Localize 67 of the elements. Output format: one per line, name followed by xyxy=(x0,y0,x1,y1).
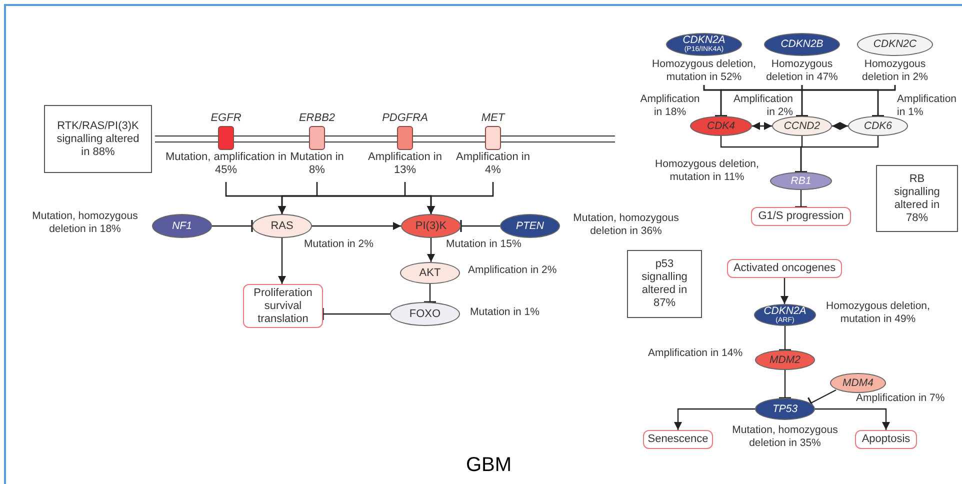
annotation-text: Mutation in 8% xyxy=(289,151,345,177)
annotation-text: Homozygous deletion, mutation in 49% xyxy=(825,300,931,326)
arrow xyxy=(832,122,848,130)
gene-ellipse: PI(3)K xyxy=(401,214,461,238)
gene-label: ERBB2 xyxy=(298,112,336,125)
annotation-text: Amplification in 2% xyxy=(468,264,558,277)
gene-ellipse: CDK4 xyxy=(690,116,752,136)
inhibition-line xyxy=(212,219,253,233)
gene-ellipse: PTEN xyxy=(500,214,560,238)
annotation-text: Mutation in 15% xyxy=(446,238,522,251)
arrow xyxy=(427,238,435,262)
arrow xyxy=(752,122,772,130)
annotation-text: Amplification in 14% xyxy=(648,347,744,360)
annotation-text: Amplification in 18% xyxy=(639,93,701,119)
gene-ellipse: CCND2 xyxy=(772,116,832,136)
summary-box: RB signalling altered in 78% xyxy=(876,165,958,232)
panel-title: GBM xyxy=(466,453,512,478)
annotation-text: Mutation, homozygous deletion in 36% xyxy=(572,212,680,238)
gene-ellipse: AKT xyxy=(400,262,460,284)
arrow xyxy=(278,238,286,284)
inhibition-line xyxy=(322,307,390,321)
gene-label: EGFR xyxy=(210,112,242,125)
outcome-box: Proliferation survival translation xyxy=(243,284,323,328)
annotation-text: Mutation, homozygous deletion in 35% xyxy=(731,424,839,450)
gene-label: MET xyxy=(481,112,505,125)
inhibition-line xyxy=(460,219,500,233)
gene-ellipse: MDM2 xyxy=(755,350,815,370)
arrow xyxy=(427,182,494,214)
annotation-text: Mutation, homozygous deletion in 18% xyxy=(31,210,139,236)
summary-box: p53 signalling altered in 87% xyxy=(627,250,702,318)
outcome-box: Activated oncogenes xyxy=(727,259,842,278)
annotation-text: Amplification in 13% xyxy=(367,151,443,177)
summary-box: RTK/RAS/PI(3)K signalling altered in 88% xyxy=(44,105,152,173)
gene-ellipse: RB1 xyxy=(770,172,832,190)
outcome-box: Apoptosis xyxy=(855,430,917,449)
arrow xyxy=(815,408,890,430)
annotation-text: Mutation, amplification in 45% xyxy=(164,151,288,177)
gene-ellipse: CDKN2B xyxy=(764,33,840,56)
annotation-text: Amplification in 7% xyxy=(856,392,946,405)
gene-ellipse: NF1 xyxy=(152,214,212,238)
arrow xyxy=(312,222,401,230)
gene-ellipse: FOXO xyxy=(390,302,460,326)
annotation-text: Homozygous deletion, mutation in 52% xyxy=(651,58,757,84)
outcome-box: Senescence xyxy=(643,430,713,449)
inhibition-line xyxy=(778,370,792,399)
gene-label: PDGFRA xyxy=(382,112,428,125)
inhibition-line xyxy=(794,136,879,173)
gene-ellipse: RAS xyxy=(252,214,312,238)
gene-ellipse: TP53 xyxy=(755,398,815,420)
gene-ellipse: CDK6 xyxy=(848,116,908,136)
annotation-text: Homozygous deletion, mutation in 11% xyxy=(654,158,760,184)
inhibition-line xyxy=(794,190,808,208)
annotation-text: Amplification in 4% xyxy=(455,151,531,177)
annotation-text: Mutation in 2% xyxy=(304,238,374,251)
arrow xyxy=(780,278,788,304)
inhibition-line xyxy=(871,85,896,117)
inhibition-line xyxy=(778,326,792,351)
annotation-text: Amplification in 1% xyxy=(897,93,958,119)
annotation-text: Homozygous deletion in 47% xyxy=(765,58,839,84)
gene-ellipse: MDM4 xyxy=(830,373,886,393)
annotation-text: Mutation in 1% xyxy=(470,306,540,319)
annotation-text: Homozygous deletion in 2% xyxy=(861,58,929,84)
gene-ellipse: CDKN2C xyxy=(857,33,933,56)
inhibition-line xyxy=(423,284,437,303)
outcome-box: G1/S progression xyxy=(751,207,851,226)
arrow xyxy=(674,408,755,430)
annotation-text: Amplification in 2% xyxy=(732,93,793,119)
